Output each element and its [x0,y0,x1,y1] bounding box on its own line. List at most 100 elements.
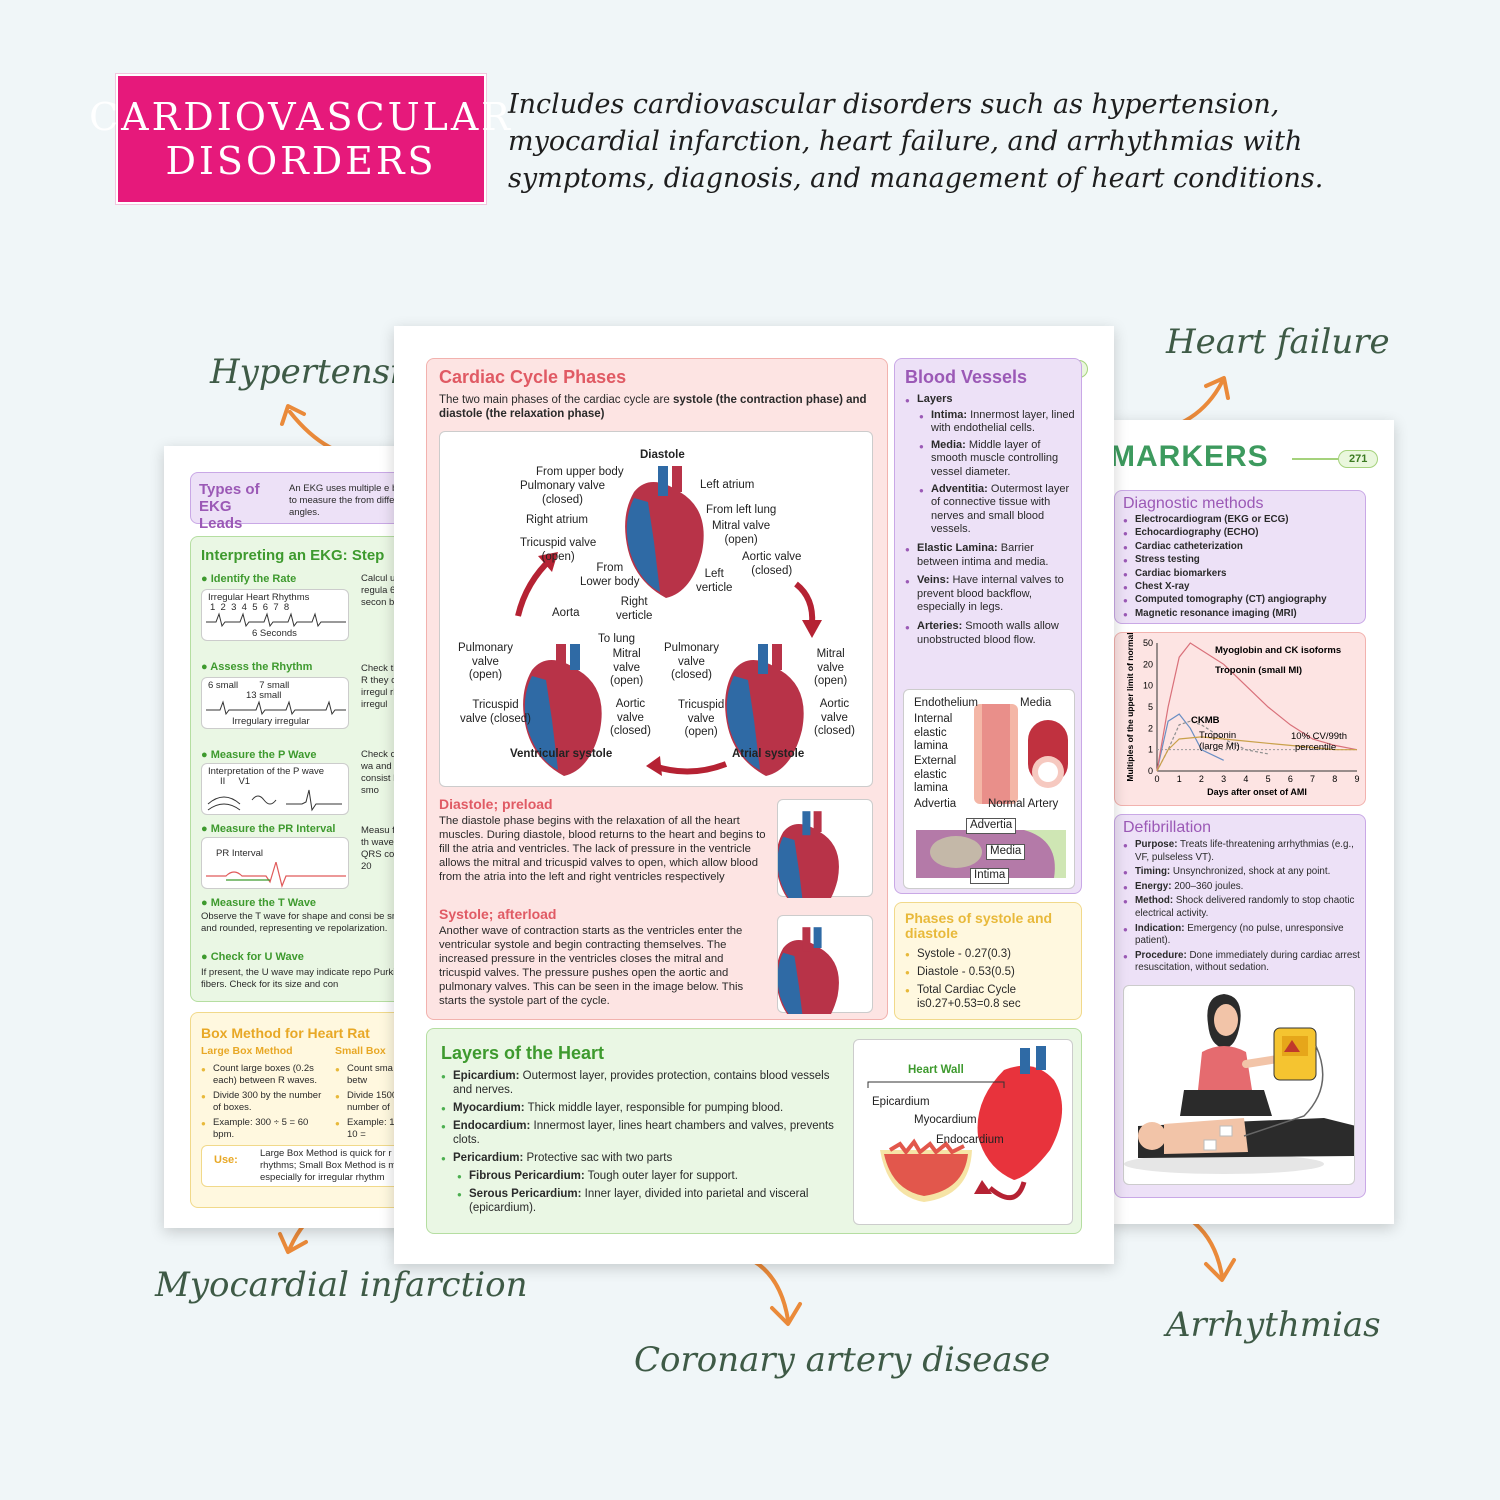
list-item: Serous Pericardium: Inner layer, divided… [457,1187,841,1215]
pwave-strip-title: Interpretation of the P wave [208,766,325,777]
label-myocardium: Myocardium [914,1114,977,1126]
label-normal-artery: Normal Artery [988,798,1059,810]
cardiac-cycle-intro: The two main phases of the cardiac cycle… [439,394,867,420]
list-item: Procedure: Done immediately during cardi… [1123,950,1361,975]
list-item: Systole - 0.27(0.3) [905,947,1075,962]
step-uwave-title: ● Check for U Wave [201,951,304,963]
list-item: Elastic Lamina: Barrier between intima a… [905,542,1075,569]
heart-wall-diagram: Heart Wall Epicardium Myocardium Endocar… [853,1039,1073,1225]
phases-section: Phases of systole and diastole Systole -… [894,902,1082,1020]
step-pr-title: ● Measure the PR Interval [201,823,336,835]
label-atrial-systole: Atrial systole [732,748,805,760]
diagnostic-title: Diagnostic methods [1123,495,1264,512]
list-item: Veins: Have internal valves to prevent b… [905,574,1075,615]
series-label: Myoglobin and CK isoforms [1215,645,1341,656]
box-method-section: Box Method for Heart Rat Large Box Metho… [190,1012,414,1208]
step-pwave-text: Check of P wa and wh consist be smo [361,749,408,796]
pwave-strip: Interpretation of the P wave II V1 [201,763,349,815]
blood-vessels-section: Blood Vessels Layers Intima: Innermost l… [894,358,1082,894]
rhythm-strip: 6 small 7 small 13 small Irregulary irre… [201,677,349,729]
blood-vessels-title: Blood Vessels [905,367,1028,387]
cardiac-cycle-diagram: Diastole From upper body Pulmonary valve… [439,431,873,787]
systole-text: Another wave of contraction starts as th… [439,925,744,1007]
systole-image [776,915,873,1033]
label-left-atrium: Left atrium [700,479,755,491]
rhythm-strip-mid: 13 small [246,690,282,701]
series-line [1156,642,1358,772]
pr-strip-label: PR Interval [216,848,263,859]
list-item: Electrocardiogram (EKG or ECG) [1123,513,1363,528]
label-vs-mitral-valve: Mitral valve (open) [610,648,644,687]
step-twave-title: ● Measure the T Wave [201,897,317,909]
list-item: Purpose: Treats life-threatening arrhyth… [1123,839,1361,864]
list-item: Arteries: Smooth walls allow unobstructe… [905,620,1075,647]
right-page: MARKERS 271 Diagnostic methods Electroca… [1110,420,1394,1224]
label-as-tricuspid-valve: Tricuspid valve (open) [678,699,725,738]
list-item: Chest X-ray [1123,580,1363,595]
label-right-atrium: Right atrium [526,514,588,526]
list-item: Energy: 200–360 joules. [1123,881,1361,894]
series-label: CKMB [1191,715,1220,726]
rate-strip: Irregular Heart Rhythms 1 2 3 4 5 6 7 8 … [201,589,349,641]
y-tick-label: 10 [1143,681,1153,691]
right-page-title: MARKERS [1110,440,1269,473]
x-tick-label: 8 [1332,774,1337,784]
blood-vessels-list: Layers Intima: Innermost layer, lined wi… [905,393,1075,647]
list-item: Example: 1500 ÷ 10 = [335,1117,414,1141]
heart-icon [776,811,839,917]
series-line [1156,713,1224,772]
step-rhythm-title: ● Assess the Rhythm [201,661,313,673]
step-rate-title: ● Identify the Rate [201,573,297,585]
topic-myocardial-infarction: Myocardial infarction [155,1265,528,1305]
list-item: Adventitia: Outermost layer of connectiv… [919,483,1075,537]
list-item: Intima: Innermost layer, lined with endo… [919,409,1075,436]
label-from-upper-body: From upper body [536,466,624,478]
list-item: Computed tomography (CT) angiography [1123,593,1363,608]
x-axis-label: Days after onset of AMI [1207,787,1307,797]
intro-text: Includes cardiovascular disorders such a… [508,89,1324,194]
label-from-lower-body: From Lower body [580,562,640,588]
heart-cycle-illustration [515,466,822,776]
label-media: Media [1020,697,1052,709]
artery-illustration [916,704,1068,878]
label-vs-aortic-valve: Aortic valve (closed) [610,698,651,737]
label-endocardium: Endocardium [936,1134,1004,1146]
topic-coronary-artery-disease: Coronary artery disease [634,1340,1051,1380]
ekg-leads-section: Types of EKG Leads An EKG uses multiple … [190,472,414,532]
x-tick-label: 7 [1310,774,1315,784]
heart-icon [776,927,839,1033]
label-epicardium: Epicardium [872,1096,930,1108]
heart-wall-title: Heart Wall [908,1064,964,1076]
topic-arrhythmias: Arrhythmias [1166,1305,1381,1345]
list-item: Example: 300 ÷ 5 = 60 bpm. [201,1117,331,1141]
rate-strip-numbers: 1 2 3 4 5 6 7 8 [210,602,290,613]
large-box-title: Large Box Method [201,1045,293,1057]
label-pulmonary-valve: Pulmonary valve (closed) [520,480,606,506]
label-endothelium: Endothelium [914,697,978,709]
list-item: Divide 1500 number of [335,1090,414,1114]
use-box: Use: Large Box Method is quick for r rhy… [201,1145,414,1187]
pwave-icon [207,789,342,812]
list-item: Media: Middle layer of smooth muscle con… [919,439,1075,480]
label-media-2: Media [986,844,1026,860]
heart-layers-section: Layers of the Heart Epicardium: Outermos… [426,1028,1082,1234]
list-item: Cardiac catheterization [1123,540,1363,555]
label-from-left-lung: From left lung [706,504,777,516]
rhythm-strip-label: Irregulary irregular [232,716,310,727]
diastole-title: Diastole; preload [439,796,553,812]
x-tick-label: 3 [1221,774,1226,784]
x-tick-label: 0 [1154,774,1159,784]
x-tick-label: 6 [1288,774,1293,784]
label-internal-elastic-lamina: Internal elastic lamina [914,713,953,752]
rate-strip-title: Irregular Heart Rhythms [208,592,310,603]
x-tick-label: 5 [1266,774,1271,784]
x-tick-label: 4 [1243,774,1248,784]
heart-icon [523,644,602,776]
x-tick-label: 2 [1199,774,1204,784]
phases-title: Phases of systole and diastole [905,910,1053,941]
y-tick-label: 0 [1148,766,1153,776]
list-item: Cardiac biomarkers [1123,567,1363,582]
heart-icon [725,644,804,776]
series-label: Troponin [1199,730,1236,741]
